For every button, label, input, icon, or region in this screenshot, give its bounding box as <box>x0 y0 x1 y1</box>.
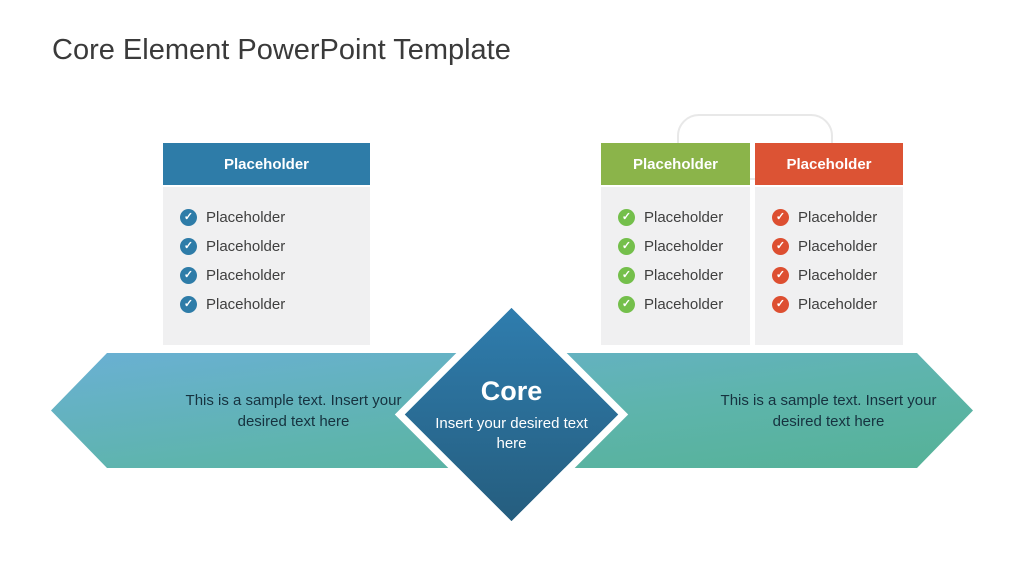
list-item-label: Placeholder <box>644 296 724 313</box>
list-item: ✓ Placeholder <box>618 203 750 232</box>
check-circle-icon: ✓ <box>772 267 789 284</box>
list-item: ✓ Placeholder <box>618 290 750 319</box>
table-body: ✓ Placeholder ✓ Placeholder ✓ Placeholde… <box>601 187 750 345</box>
list-item-label: Placeholder <box>798 238 878 255</box>
table-body: ✓ Placeholder ✓ Placeholder ✓ Placeholde… <box>755 187 903 345</box>
placeholder-table-orange: Placeholder ✓ Placeholder ✓ Placeholder … <box>755 143 903 345</box>
list-item: ✓ Placeholder <box>772 232 903 261</box>
list-item-label: Placeholder <box>798 267 878 284</box>
table-header: Placeholder <box>601 143 750 185</box>
list-item: ✓ Placeholder <box>772 203 903 232</box>
list-item: ✓ Placeholder <box>180 261 370 290</box>
list-item-label: Placeholder <box>206 238 286 255</box>
table-body: ✓ Placeholder ✓ Placeholder ✓ Placeholde… <box>163 187 370 345</box>
list-item-label: Placeholder <box>644 267 724 284</box>
list-item-label: Placeholder <box>644 238 724 255</box>
check-circle-icon: ✓ <box>618 209 635 226</box>
core-title: Core <box>480 376 543 406</box>
list-item-label: Placeholder <box>798 209 878 226</box>
check-circle-icon: ✓ <box>772 238 789 255</box>
check-circle-icon: ✓ <box>180 209 197 226</box>
table-header: Placeholder <box>163 143 370 185</box>
check-circle-icon: ✓ <box>180 267 197 284</box>
list-item-label: Placeholder <box>798 296 878 313</box>
list-item: ✓ Placeholder <box>618 261 750 290</box>
core-diamond: Core Insert your desired text here <box>394 297 629 532</box>
banner-text-right: This is a sample text. Insert your desir… <box>720 391 937 430</box>
list-item: ✓ Placeholder <box>772 290 903 319</box>
list-item: ✓ Placeholder <box>180 290 370 319</box>
list-item-label: Placeholder <box>206 296 286 313</box>
check-circle-icon: ✓ <box>772 209 789 226</box>
check-circle-icon: ✓ <box>180 296 197 313</box>
list-item-label: Placeholder <box>206 267 286 284</box>
check-circle-icon: ✓ <box>618 238 635 255</box>
banner-text-left: This is a sample text. Insert your desir… <box>185 391 402 430</box>
list-item: ✓ Placeholder <box>180 203 370 232</box>
list-item: ✓ Placeholder <box>618 232 750 261</box>
check-circle-icon: ✓ <box>772 296 789 313</box>
list-item: ✓ Placeholder <box>180 232 370 261</box>
check-circle-icon: ✓ <box>180 238 197 255</box>
check-circle-icon: ✓ <box>618 296 635 313</box>
core-diamond-content: Core Insert your desired text here <box>429 332 594 497</box>
table-header: Placeholder <box>755 143 903 185</box>
core-subtitle: Insert your desired text here <box>435 415 588 452</box>
placeholder-table-blue: Placeholder ✓ Placeholder ✓ Placeholder … <box>163 143 370 345</box>
list-item-label: Placeholder <box>644 209 724 226</box>
placeholder-table-green: Placeholder ✓ Placeholder ✓ Placeholder … <box>601 143 750 345</box>
list-item-label: Placeholder <box>206 209 286 226</box>
check-circle-icon: ✓ <box>618 267 635 284</box>
list-item: ✓ Placeholder <box>772 261 903 290</box>
slide-title: Core Element PowerPoint Template <box>52 34 511 66</box>
